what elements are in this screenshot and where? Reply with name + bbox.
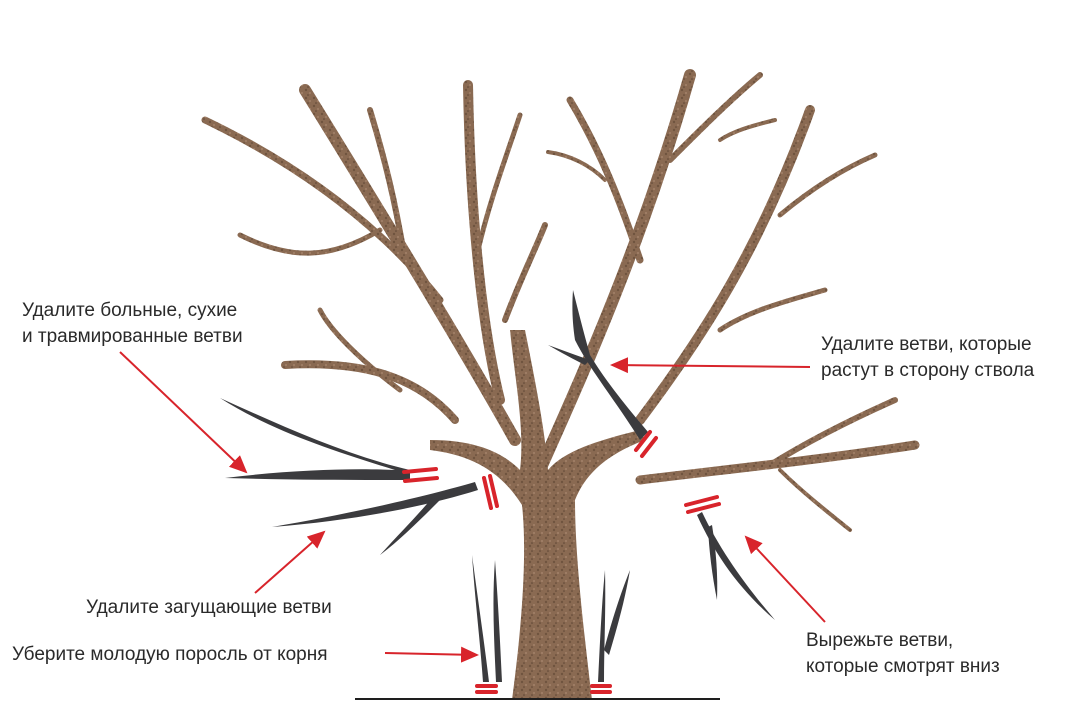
arrow-inward — [610, 357, 811, 374]
cut-mark — [488, 474, 499, 508]
cut-mark — [684, 495, 719, 507]
label-root-suckers: Уберите молодую поросль от корня — [12, 642, 328, 668]
sucker-shoot — [472, 555, 489, 682]
thickening-branch — [272, 482, 478, 527]
downward-subbranch — [708, 525, 718, 600]
kept-branch — [299, 84, 521, 446]
label-line: Удалите ветви, которые — [821, 334, 1032, 355]
annotation-arrows — [119, 351, 826, 663]
kept-branch — [718, 118, 777, 142]
label-line: Удалите больные, сухие — [22, 300, 238, 321]
cut-marks — [402, 430, 721, 694]
kept-branch — [778, 468, 852, 532]
diseased-branch — [220, 398, 410, 480]
kept-branch — [534, 69, 696, 476]
downward-branch — [697, 512, 775, 620]
sucker-shoot — [493, 560, 502, 682]
arrow-thickening — [254, 530, 326, 594]
sucker-shoot — [598, 570, 606, 682]
tree-trunk — [430, 330, 645, 700]
label-thickening-branches: Удалите загущающие ветви — [86, 595, 332, 621]
kept-branches — [201, 69, 920, 532]
kept-branch — [475, 112, 523, 253]
kept-branch — [717, 287, 828, 333]
arrow-diseased — [119, 351, 248, 474]
label-line: и травмированные ветви — [22, 326, 243, 347]
kept-branch — [281, 360, 459, 424]
removed-branches — [220, 290, 775, 682]
kept-branch — [502, 222, 548, 323]
cut-mark — [403, 476, 439, 483]
kept-branch — [635, 105, 815, 425]
kept-branch — [667, 72, 763, 163]
label-line: Вырежьте ветви, — [806, 630, 954, 651]
label-line: Уберите молодую поросль от корня — [12, 644, 328, 665]
arrow-downward — [744, 535, 826, 623]
kept-branch — [367, 107, 408, 263]
kept-branch — [201, 116, 444, 304]
arrow-suckers — [384, 646, 479, 663]
kept-branch — [767, 397, 898, 468]
kept-branch — [317, 307, 403, 393]
inward-subbranch — [548, 345, 590, 365]
cut-mark — [686, 502, 721, 514]
kept-branch — [777, 152, 878, 218]
sucker-shoot — [604, 570, 630, 655]
label-line: которые смотрят вниз — [806, 656, 1000, 677]
inward-branch — [572, 290, 648, 440]
label-inward-branches: Удалите ветви, которые растут в сторону … — [821, 332, 1034, 384]
thickening-subbranch — [380, 498, 440, 555]
cut-mark — [634, 430, 652, 452]
cut-mark — [640, 436, 658, 458]
cut-mark — [482, 476, 493, 510]
label-line: Удалите загущающие ветви — [86, 597, 332, 618]
kept-branch — [546, 150, 607, 182]
cut-mark — [402, 467, 438, 474]
kept-branch — [237, 227, 383, 256]
label-line: растут в сторону ствола — [821, 360, 1035, 381]
label-downward-branches: Вырежьте ветви, которые смотрят вниз — [806, 628, 1000, 680]
kept-branch — [566, 96, 644, 264]
label-diseased-branches: Удалите больные, сухие и травмированные … — [22, 298, 243, 350]
kept-branch — [463, 80, 505, 405]
